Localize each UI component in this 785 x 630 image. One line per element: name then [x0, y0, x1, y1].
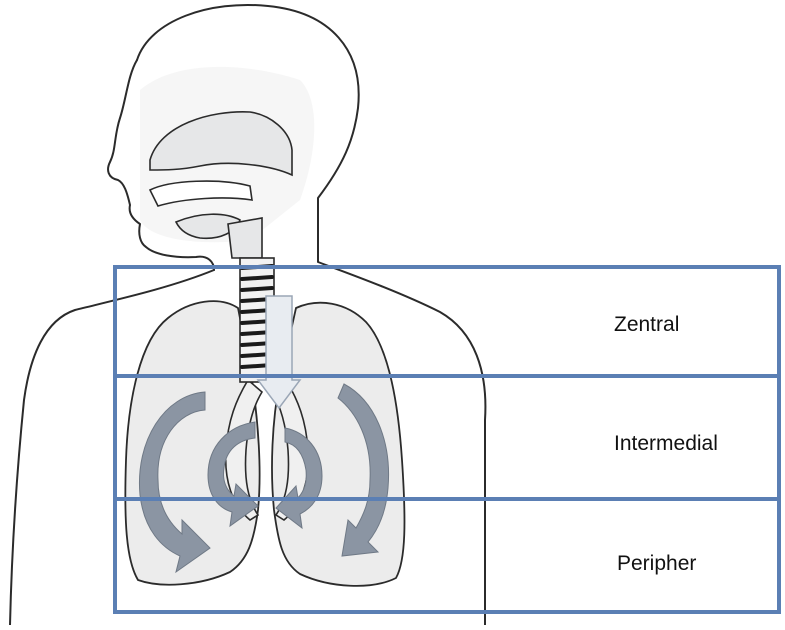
curved-arrow-icon — [275, 427, 323, 530]
down-arrow-icon — [256, 295, 302, 410]
shoulder-left-outline — [9, 269, 215, 626]
zone-label-peripher: Peripher — [617, 552, 697, 575]
zone-label-intermedial: Intermedial — [614, 432, 718, 455]
head-outline — [136, 4, 487, 626]
curved-arrow-icon — [337, 383, 390, 557]
zone-label-zentral: Zentral — [614, 313, 680, 336]
curved-arrow-icon — [138, 391, 211, 574]
face-outline — [107, 59, 215, 271]
zone-boxes — [113, 265, 781, 614]
body-silhouette — [9, 4, 487, 626]
zone-box-peripher — [113, 497, 781, 614]
nasal-cavity — [148, 111, 293, 259]
